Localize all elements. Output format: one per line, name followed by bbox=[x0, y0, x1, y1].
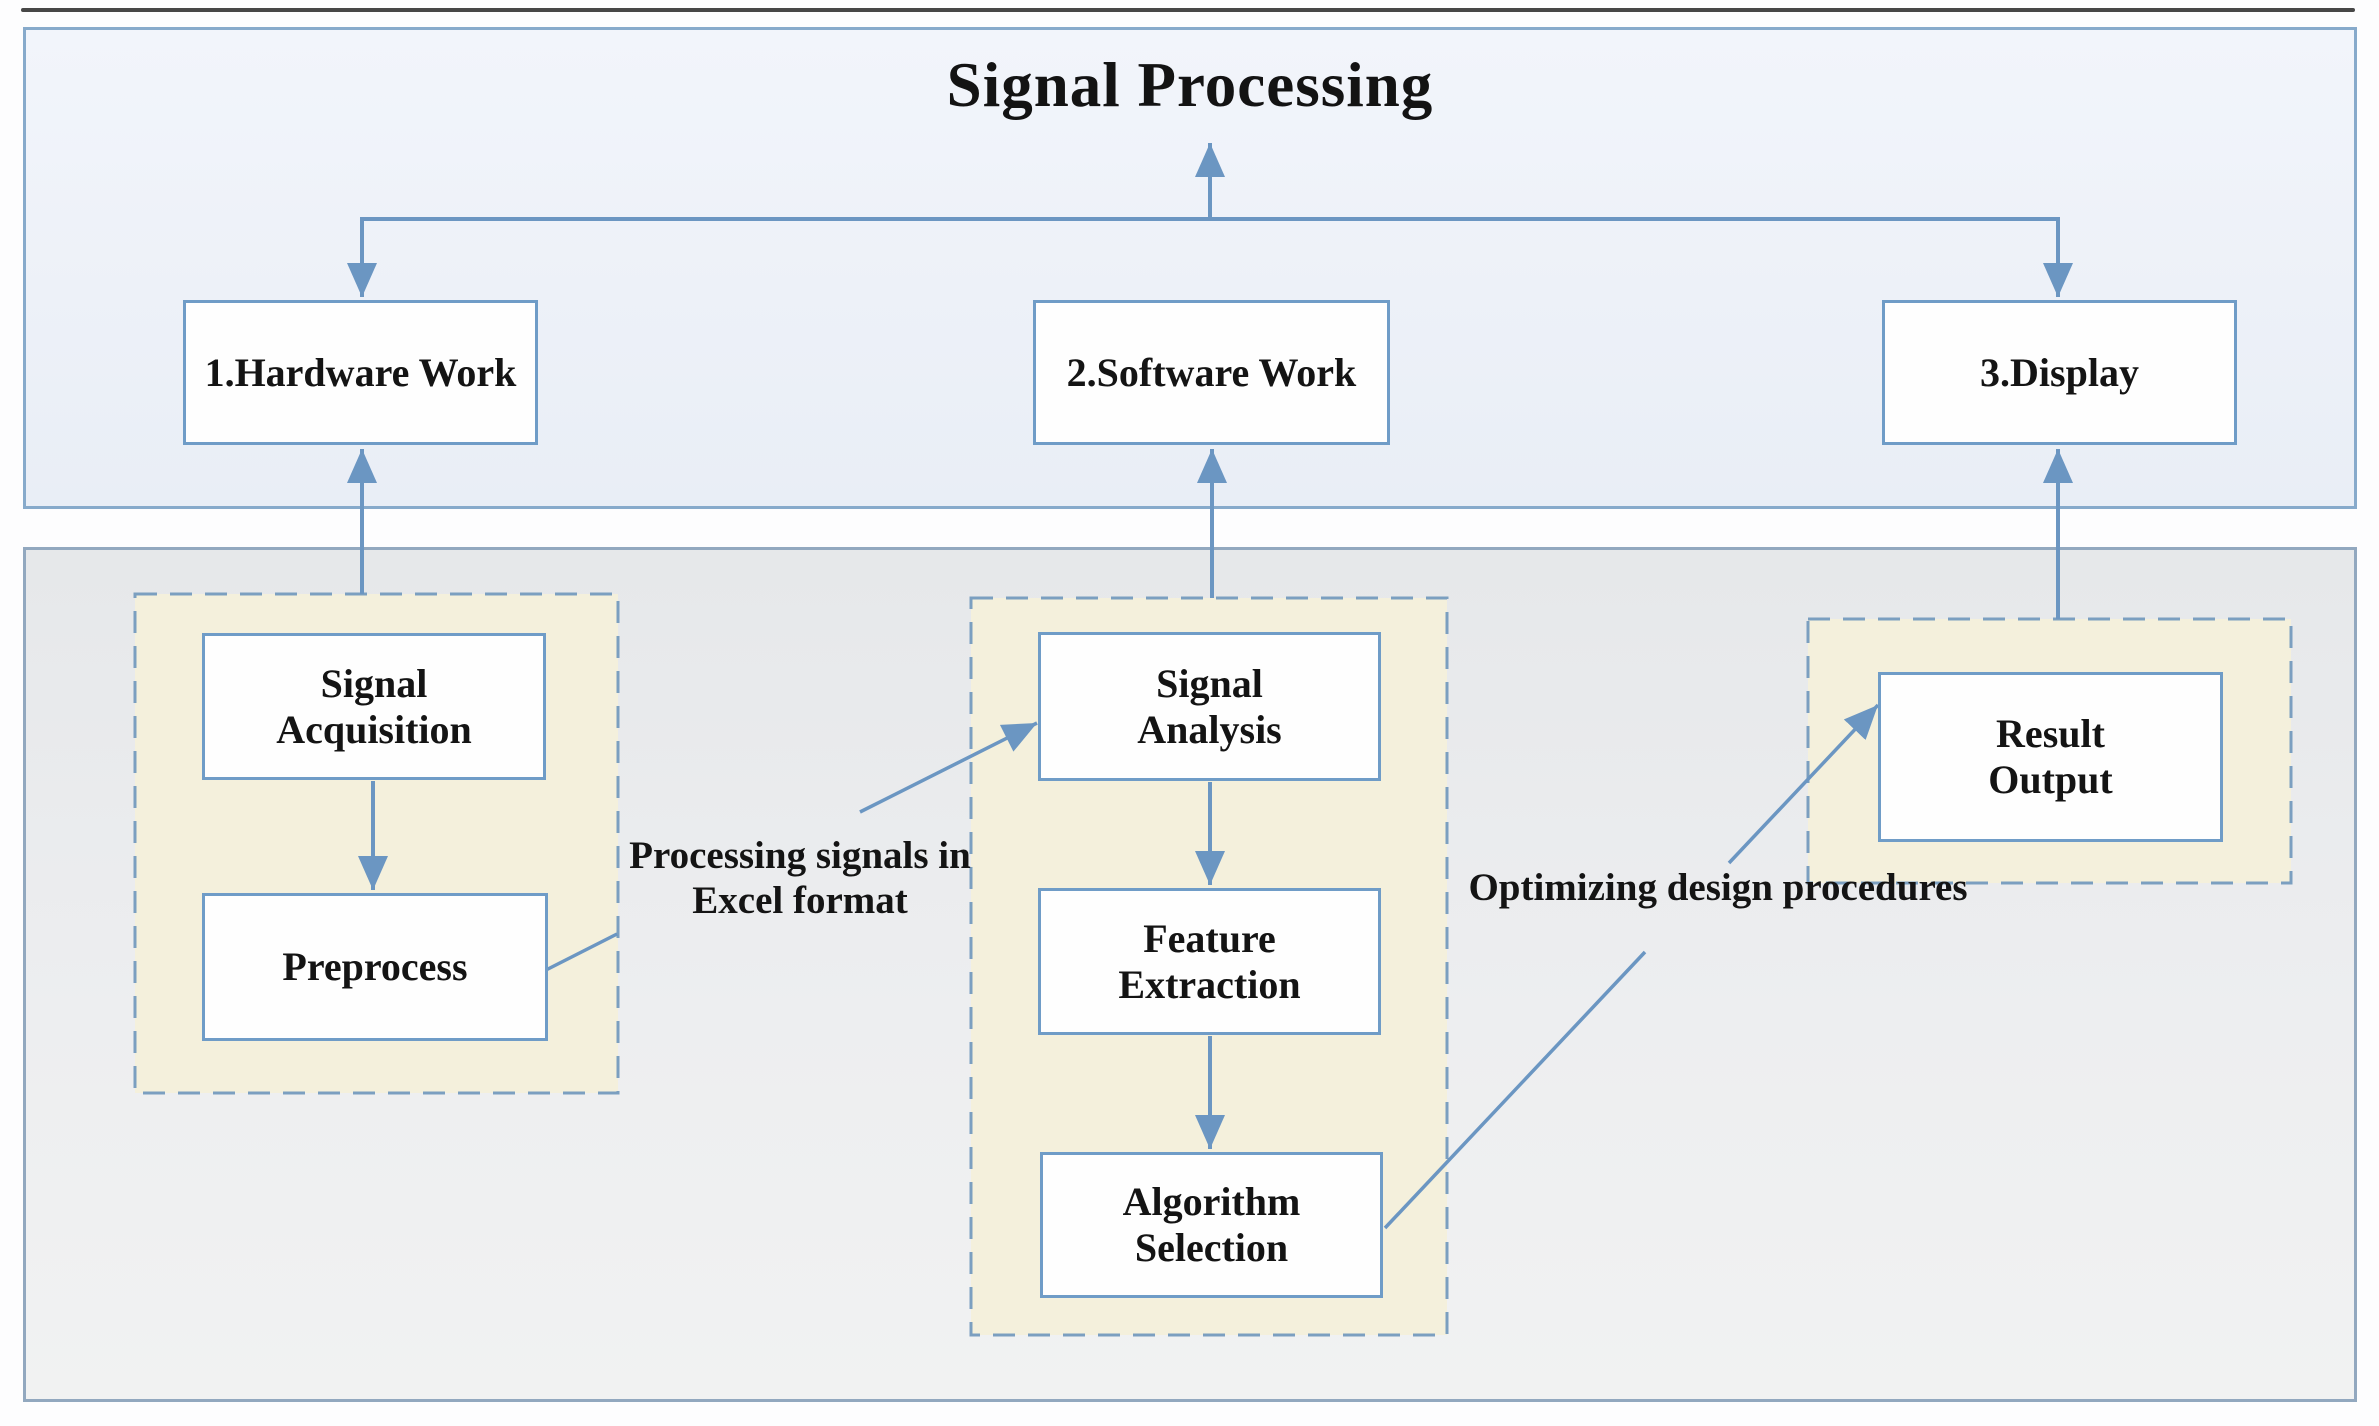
annotation-line: Excel format bbox=[692, 878, 908, 922]
node-label-line: Selection bbox=[1134, 1225, 1289, 1270]
annotation-excel-format: Processing signals in Excel format bbox=[598, 834, 1002, 924]
node-label-line: Preprocess bbox=[282, 944, 468, 989]
arrow-algorithm-to-result-head-icon bbox=[1727, 703, 1880, 865]
node-signal-analysis: Signal Analysis bbox=[1038, 632, 1381, 781]
arrow-algorithm-to-result-tail-icon bbox=[1383, 950, 1647, 1230]
node-label-line: Extraction bbox=[1118, 961, 1301, 1007]
top-connector-line bbox=[360, 217, 2060, 262]
annotation-line: Optimizing design procedures bbox=[1468, 866, 1968, 909]
node-signal-acquisition: Signal Acquisition bbox=[202, 633, 546, 780]
node-hardware-work: 1.Hardware Work bbox=[183, 300, 538, 445]
diagram-title: Signal Processing bbox=[946, 50, 1434, 120]
top-edge-rule bbox=[21, 8, 2355, 12]
arrow-preprocess-to-analysis-tail-icon bbox=[545, 932, 618, 972]
annotation-line: Processing signals in bbox=[629, 834, 971, 877]
node-label-line: Algorithm bbox=[1122, 1179, 1301, 1224]
node-label-line: Analysis bbox=[1137, 706, 1282, 752]
node-display: 3.Display bbox=[1882, 300, 2237, 445]
node-label: 1.Hardware Work bbox=[204, 349, 517, 395]
node-label-line: Output bbox=[1988, 757, 2113, 802]
arrow-preprocess-to-analysis-head-icon bbox=[859, 721, 1038, 814]
node-label-line: Feature bbox=[1143, 915, 1276, 961]
node-label-line: Acquisition bbox=[276, 706, 472, 752]
node-software-work: 2.Software Work bbox=[1033, 300, 1390, 445]
node-result-output: Result Output bbox=[1878, 672, 2223, 842]
node-label: 2.Software Work bbox=[1066, 349, 1357, 395]
node-label-line: Signal bbox=[1156, 660, 1263, 706]
node-feature-extraction: Feature Extraction bbox=[1038, 888, 1381, 1035]
node-label-line: Signal bbox=[320, 660, 428, 706]
node-label: 3.Display bbox=[1980, 349, 2139, 395]
node-algorithm-selection: Algorithm Selection bbox=[1040, 1152, 1383, 1298]
node-label-line: Result bbox=[1996, 711, 2105, 756]
annotation-optimizing-design: Optimizing design procedures bbox=[1438, 866, 1998, 911]
node-preprocess: Preprocess bbox=[202, 893, 548, 1041]
